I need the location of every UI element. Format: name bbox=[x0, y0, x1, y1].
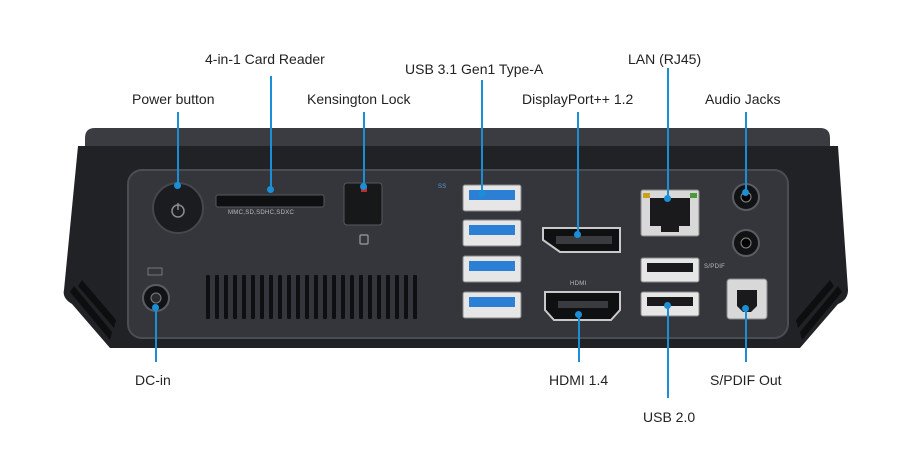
vent-grille bbox=[206, 275, 417, 319]
card-reader-label: 4-in-1 Card Reader bbox=[205, 51, 325, 67]
dcin-line bbox=[155, 306, 157, 362]
card-format-marking: MMC,SD,SDHC,SDXC bbox=[228, 210, 295, 216]
spdif-out-label: S/PDIF Out bbox=[710, 372, 782, 388]
lan-label: LAN (RJ45) bbox=[628, 51, 702, 67]
kensington-dot bbox=[360, 183, 367, 190]
kensington-line bbox=[363, 112, 365, 185]
spdif-marking: S/PDIF bbox=[704, 264, 726, 270]
hdmi-dot bbox=[575, 311, 582, 318]
hdmi-line bbox=[578, 314, 580, 362]
spdif-line bbox=[745, 308, 747, 362]
usb31-ports bbox=[462, 184, 522, 319]
usb31-dot bbox=[478, 190, 485, 197]
usb20-line bbox=[667, 306, 669, 398]
audio-jacks-label: Audio Jacks bbox=[705, 91, 781, 107]
card-reader-line bbox=[270, 76, 272, 188]
displayport-dot bbox=[574, 231, 581, 238]
usb31-line bbox=[481, 80, 483, 193]
audio-line bbox=[745, 112, 747, 192]
usb3-marking: SS bbox=[438, 184, 447, 190]
hdmi-label: HDMI 1.4 bbox=[549, 372, 609, 388]
card-reader-dot bbox=[267, 186, 274, 193]
usb31-label: USB 3.1 Gen1 Type-A bbox=[405, 61, 544, 77]
lan-dot bbox=[664, 195, 671, 202]
hdmi-marking: HDMI bbox=[570, 281, 587, 287]
lan-line bbox=[667, 68, 669, 198]
audio-dot bbox=[742, 189, 749, 196]
displayport-line bbox=[577, 112, 579, 234]
dc-in-label: DC-in bbox=[135, 372, 171, 388]
power-dot bbox=[174, 182, 181, 189]
usb20-dot bbox=[664, 302, 671, 309]
power-line bbox=[177, 112, 179, 184]
spdif-dot bbox=[742, 305, 749, 312]
power-button-label: Power button bbox=[132, 91, 215, 107]
kensington-lock-label: Kensington Lock bbox=[307, 91, 411, 107]
usb20-label: USB 2.0 bbox=[643, 409, 696, 425]
dcin-dot bbox=[152, 304, 159, 311]
displayport-label: DisplayPort++ 1.2 bbox=[522, 91, 634, 107]
card-reader-slot bbox=[215, 194, 325, 208]
